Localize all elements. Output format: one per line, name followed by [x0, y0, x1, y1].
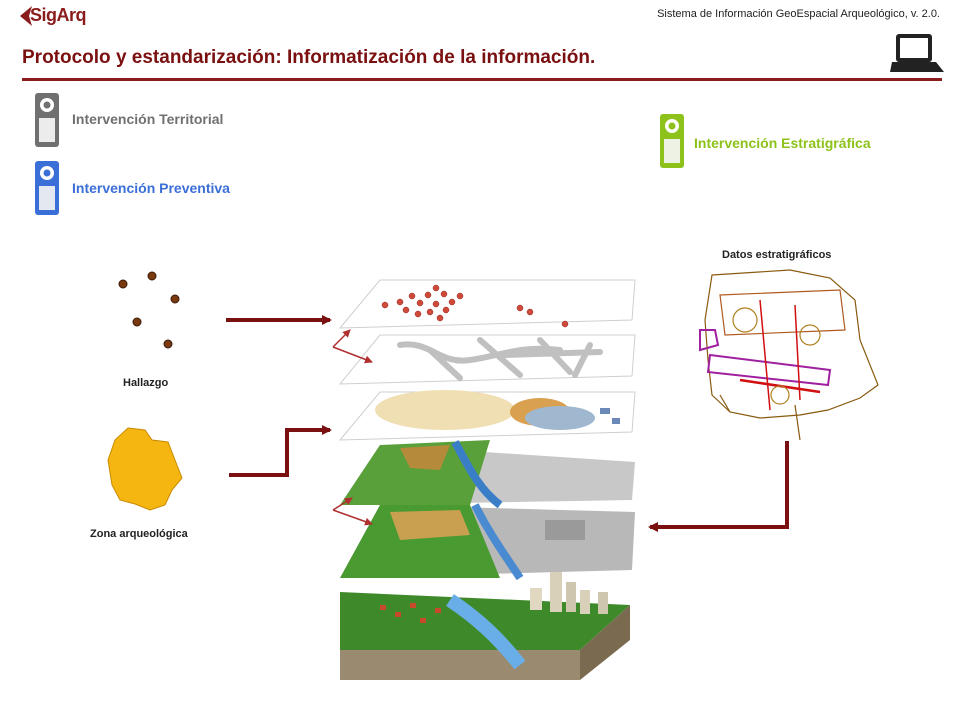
- zona-arqueologica-shape: [107, 427, 183, 511]
- caption-zona: Zona arqueológica: [90, 528, 188, 540]
- preventiva-marker-icon: [35, 161, 59, 215]
- link-arrow-top-1: [332, 329, 351, 348]
- stratigraphic-plan: [699, 269, 879, 441]
- link-arrow-top-2: [332, 346, 373, 364]
- zona-arrow: [229, 425, 332, 477]
- header-rule: [22, 78, 942, 81]
- connector-arrows: [226, 315, 789, 532]
- laptop-icon: [890, 34, 944, 72]
- layer-landcover: [340, 503, 635, 581]
- caption-hallazgo: Hallazgo: [123, 377, 169, 389]
- caption-datos: Datos estratigráficos: [722, 249, 832, 261]
- system-name: Sistema de Información GeoEspacial Arque…: [657, 8, 940, 20]
- territorial-marker-icon: [35, 93, 59, 147]
- layer-density: [338, 390, 636, 441]
- estratigrafica-marker-icon: [660, 114, 684, 168]
- layer-streets: [338, 334, 636, 385]
- sigarq-logo: [20, 6, 32, 26]
- legend-estratigrafica: Intervención Estratigráfica: [694, 135, 871, 151]
- logo-text: SigArq: [30, 5, 87, 25]
- link-arrow-mid-2: [332, 509, 373, 526]
- link-arrow-mid-1: [332, 497, 353, 511]
- layer-terrain-3d: [340, 572, 630, 680]
- page-title: Protocolo y estandarización: Informatiza…: [22, 47, 596, 68]
- hallazgo-points: [118, 271, 180, 349]
- layer-landuse: [340, 440, 635, 509]
- datos-arrow: [648, 441, 789, 532]
- layer-hallazgos: [338, 279, 636, 329]
- legend-preventiva: Intervención Preventiva: [72, 180, 230, 196]
- legend-territorial: Intervención Territorial: [72, 111, 224, 127]
